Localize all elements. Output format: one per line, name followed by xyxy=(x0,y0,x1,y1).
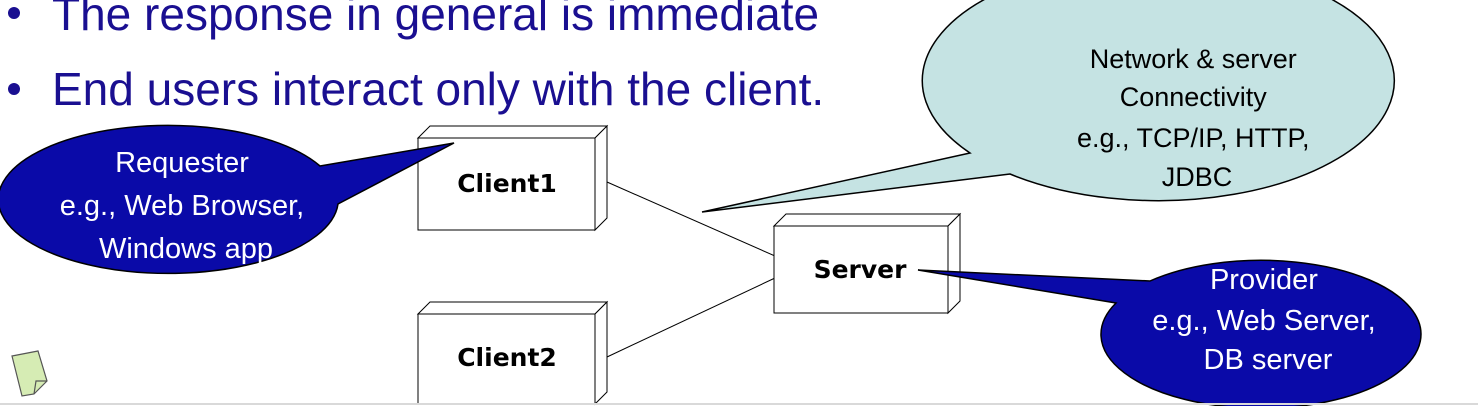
callout-line: Connectivity xyxy=(1120,82,1268,112)
connector-client2-server xyxy=(606,277,776,358)
bullet-item: The response in general is immediate xyxy=(8,0,819,40)
callout-text: Provider e.g., Web Server, DB server xyxy=(1152,264,1384,376)
node-front-face xyxy=(417,137,596,231)
callout-line: e.g., Web Server, xyxy=(1152,305,1376,337)
node-client2[interactable]: Client2 xyxy=(416,300,609,406)
node-top-face xyxy=(772,213,962,227)
bullet-item: End users interact only with the client. xyxy=(8,63,824,115)
node-label: Client2 xyxy=(457,343,557,372)
node-client1[interactable]: Client1 xyxy=(416,124,609,232)
callout-bubble xyxy=(701,0,1395,213)
callout-provider: Provider e.g., Web Server, DB server xyxy=(917,259,1422,406)
note-icon-fold xyxy=(33,380,47,395)
callout-line: JDBC xyxy=(1162,162,1233,192)
bullet-dot xyxy=(8,7,20,19)
node-side-face xyxy=(594,124,608,232)
callout-line: Network & server xyxy=(1090,44,1297,74)
callout-line: Provider xyxy=(1210,264,1318,296)
node-top-face xyxy=(416,125,609,139)
callout-line: e.g., Web Browser, xyxy=(60,190,304,222)
callout-line: Requester xyxy=(115,147,249,179)
node-server[interactable]: Server xyxy=(772,212,962,315)
node-label: Server xyxy=(814,255,908,284)
node-top-face xyxy=(416,301,609,315)
node-side-face xyxy=(594,300,608,406)
callout-line: DB server xyxy=(1204,344,1333,376)
callout-line: e.g., TCP/IP, HTTP, xyxy=(1077,123,1310,153)
callout-bubble xyxy=(0,124,455,275)
callout-line: Windows app xyxy=(99,233,273,265)
callout-text: Requester e.g., Web Browser, Windows app xyxy=(60,147,313,265)
bullet-list: The response in general is immediate End… xyxy=(8,0,824,115)
callout-text: Network & server Connectivity e.g., TCP/… xyxy=(1077,44,1317,192)
note-icon-body xyxy=(11,350,48,397)
bullet-dot xyxy=(8,83,20,95)
node-label: Client1 xyxy=(457,169,557,198)
bullet-text: End users interact only with the client. xyxy=(52,63,824,115)
node-side-face xyxy=(947,212,961,315)
note-icon[interactable] xyxy=(11,350,48,397)
callout-bubble xyxy=(917,259,1422,406)
callout-network: Network & server Connectivity e.g., TCP/… xyxy=(701,0,1395,213)
callout-requester: Requester e.g., Web Browser, Windows app xyxy=(0,124,455,275)
node-front-face xyxy=(417,313,596,405)
bullet-text: The response in general is immediate xyxy=(52,0,819,40)
connector-client1-server xyxy=(606,181,776,257)
